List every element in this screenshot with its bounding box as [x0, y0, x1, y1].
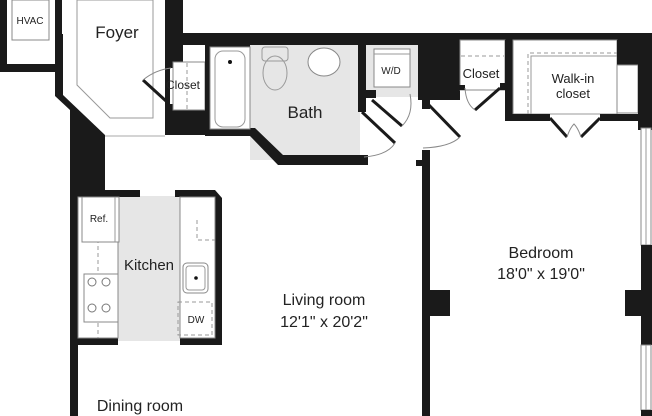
wall — [416, 160, 424, 166]
wall — [180, 338, 222, 345]
walk-in-label-1: Walk-in — [552, 71, 595, 86]
wd-label: W/D — [381, 66, 400, 77]
washer-dryer — [373, 48, 411, 88]
bathtub — [209, 46, 251, 130]
wall — [505, 40, 513, 121]
burner-icons — [87, 277, 111, 313]
wall — [165, 45, 210, 135]
wall — [641, 410, 652, 416]
wall — [55, 34, 105, 416]
sink-icon — [307, 47, 341, 77]
bedroom-door — [425, 101, 462, 139]
pilaster — [625, 290, 652, 316]
wall — [165, 0, 183, 62]
living-room-label: Living room — [283, 292, 366, 309]
sink-basin — [185, 265, 206, 291]
walk-in-interior — [512, 39, 618, 115]
foyer-closet-label: Closet — [166, 78, 201, 92]
door-swing — [464, 87, 476, 111]
bifold-door — [579, 116, 602, 139]
closet-interior — [459, 39, 506, 91]
wall — [418, 45, 460, 100]
foyer-label: Foyer — [95, 23, 139, 42]
drain — [194, 276, 198, 280]
bedroom-closet-label: Closet — [463, 66, 500, 81]
bath-label: Bath — [288, 103, 323, 122]
foyer-outline — [76, 0, 154, 119]
drain — [228, 60, 232, 64]
kitchen-floor — [118, 196, 180, 341]
door-swing — [363, 142, 396, 158]
bedroom-size: 18'0" x 19'0" — [497, 266, 585, 283]
wall — [422, 150, 430, 416]
wall — [70, 190, 140, 197]
toilet-icon — [262, 55, 288, 91]
wall — [638, 40, 652, 130]
dishwasher-label: DW — [188, 315, 205, 326]
bifold-door — [548, 116, 569, 139]
closet-door — [141, 78, 168, 103]
laundry-door — [371, 98, 403, 128]
stove — [83, 273, 119, 323]
kitchen-label: Kitchen — [124, 257, 174, 274]
tub-basin — [214, 50, 246, 128]
wall — [366, 90, 376, 98]
living-room-size: 12'1" x 20'2" — [280, 314, 368, 331]
pilaster — [422, 290, 450, 316]
walk-in-label-2: closet — [556, 86, 590, 101]
refrigerator-label: Ref. — [90, 214, 108, 225]
bath-door — [360, 110, 397, 145]
wall — [505, 114, 550, 121]
closet-interior — [172, 61, 206, 111]
door-swing — [566, 123, 582, 138]
hvac-label: HVAC — [16, 16, 43, 27]
wall — [422, 97, 430, 109]
wall — [600, 114, 650, 121]
closet-door — [474, 86, 501, 112]
dishwasher — [177, 301, 213, 336]
bath-floor — [250, 45, 360, 160]
cabinet-line — [196, 220, 215, 241]
wall — [78, 338, 118, 345]
wall — [500, 83, 508, 90]
wall — [358, 45, 366, 112]
shelf-line — [527, 52, 617, 114]
door-swing — [401, 93, 412, 127]
hvac-unit — [11, 0, 50, 41]
dining-room-label: Dining room — [97, 398, 183, 415]
door-swing — [142, 67, 172, 81]
wall — [0, 0, 7, 72]
wall — [175, 190, 222, 345]
shelf — [616, 64, 639, 114]
wall — [455, 85, 465, 90]
wall — [0, 64, 62, 72]
toilet-tank — [261, 46, 289, 62]
door-swing — [422, 136, 461, 149]
refrigerator — [81, 196, 120, 243]
bedroom-label: Bedroom — [509, 245, 574, 262]
